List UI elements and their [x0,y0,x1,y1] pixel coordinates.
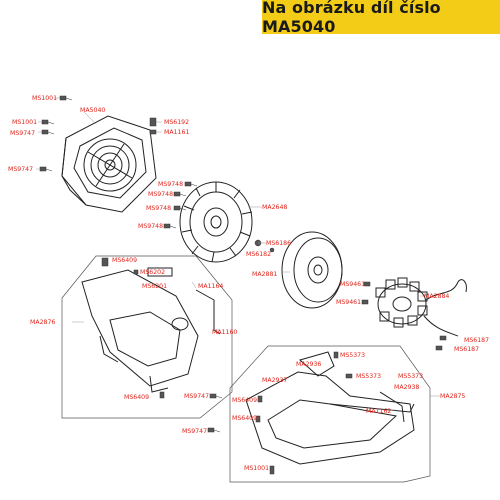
label-ma2876: MA2876 [30,319,55,326]
fan-wheel-part [179,181,253,263]
fastener-group [39,95,447,475]
label-ms5373-b: MS5373 [356,373,381,380]
label-ma2938: MA2938 [394,384,419,391]
label-ms9748-c: MS9748 [146,205,171,212]
label-ma2648: MA2648 [262,204,287,211]
label-ms5373-a: MS5373 [340,352,365,359]
label-ms1001-b: MS1001 [12,119,37,126]
label-ms9747-d: MS9747 [182,428,207,435]
label-ms6187-b: MS6187 [454,346,479,353]
label-ms6187-a: MS6187 [464,337,489,344]
label-ms1001-bottom: MS1001 [244,465,269,472]
label-ma1160: MA1160 [212,329,237,336]
label-ma2875: MA2875 [440,393,465,400]
label-ms9461-a: MS9461 [340,281,365,288]
label-ms9748-a: MS9748 [158,181,183,188]
leader-lines [36,97,440,411]
right-shroud-part [245,351,415,465]
label-ms6201: MS6201 [142,283,167,290]
label-ms9748-d: MS9748 [138,223,163,230]
label-ma1162: MA1162 [366,408,391,415]
label-ms6409-a: MS6409 [112,257,137,264]
stator-part [375,277,467,337]
label-ma2937: MA2937 [262,377,287,384]
label-ms6409-d: MS6409 [232,415,257,422]
label-ms9461-b: MS9461 [336,299,361,306]
label-ms6186: MS6186 [266,240,291,247]
part-labels: MS1001 MA5040 MS1001 MS9747 MS6192 MA116… [8,95,489,472]
fan-cover-part [61,115,157,213]
label-ms6409-c: MS6409 [232,397,257,404]
label-ma2881: MA2881 [252,271,277,278]
label-ms9747-b: MS9747 [8,166,33,173]
label-ms5373-c: MS5373 [398,373,423,380]
label-ma1164: MA1164 [198,283,223,290]
label-ma5040: MA5040 [80,107,105,114]
label-ms9748-b: MS9748 [148,191,173,198]
right-shroud-frame [229,345,431,483]
label-ma1161: MA1161 [164,129,189,136]
label-ma2936: MA2936 [296,361,321,368]
label-ms6192: MS6192 [164,119,189,126]
left-shroud-part [81,267,221,393]
label-ms6409-b: MS6409 [124,394,149,401]
label-ma2884: MA2884 [424,293,449,300]
left-shroud-frame [61,255,233,419]
label-ms6182: MS6182 [246,251,271,258]
label-ms9747-c: MS9747 [184,393,209,400]
label-ms6202: MS6202 [140,269,165,276]
label-ms9747-a: MS9747 [10,130,35,137]
label-ms1001-top: MS1001 [32,95,57,102]
flywheel-part [281,231,343,309]
part-number-banner: Na obrázku díl číslo MA5040 [262,0,500,36]
